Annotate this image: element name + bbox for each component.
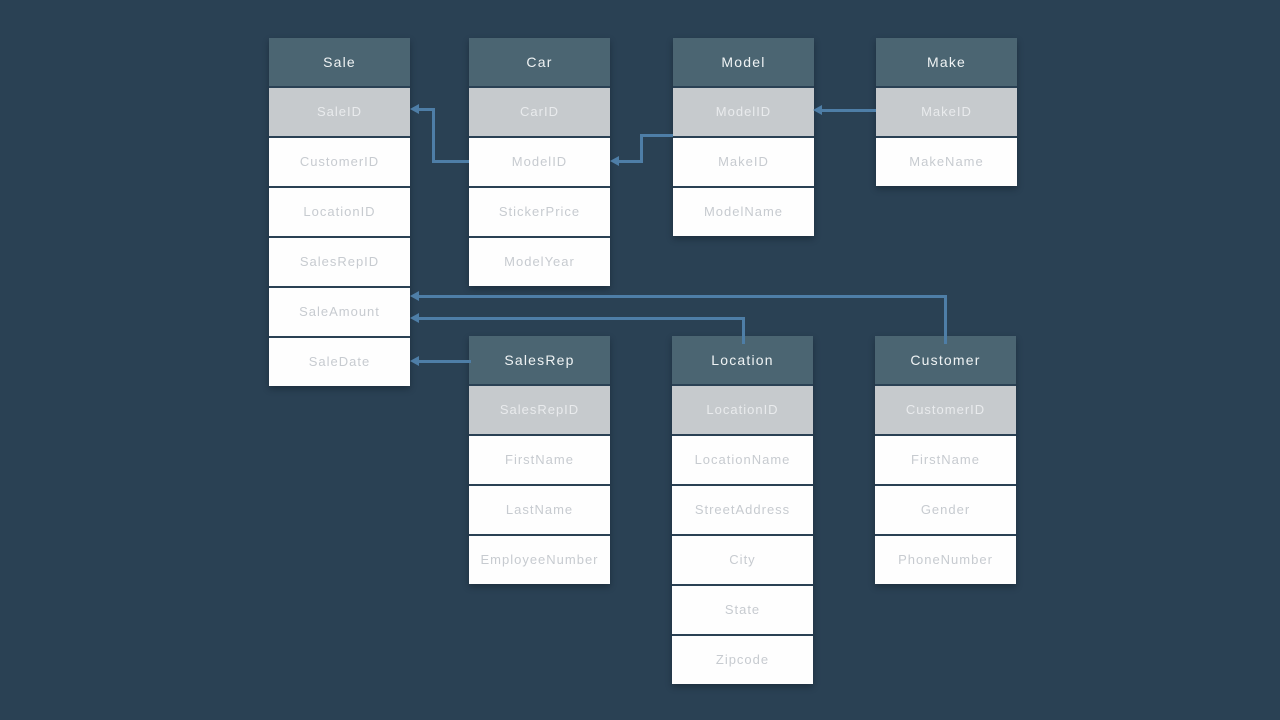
table-customer-title: Customer (875, 336, 1016, 384)
arrowhead-sale-lower (410, 313, 419, 323)
field-model-modelname: ModelName (673, 188, 814, 236)
table-location-title: Location (672, 336, 813, 384)
field-customer-gender: Gender (875, 486, 1016, 534)
table-sale-title: Sale (269, 38, 410, 86)
field-car-modelyear: ModelYear (469, 238, 610, 286)
table-car: Car CarID ModelID StickerPrice ModelYear (469, 38, 610, 286)
field-customer-phonenumber: PhoneNumber (875, 536, 1016, 584)
field-location-city: City (672, 536, 813, 584)
arrowhead-model-modelid (813, 105, 822, 115)
field-salesrep-lastname: LastName (469, 486, 610, 534)
field-location-zipcode: Zipcode (672, 636, 813, 684)
field-customer-firstname: FirstName (875, 436, 1016, 484)
field-car-carid: CarID (469, 88, 610, 136)
field-location-streetaddress: StreetAddress (672, 486, 813, 534)
table-salesrep-title: SalesRep (469, 336, 610, 384)
field-model-makeid: MakeID (673, 138, 814, 186)
arrowhead-car-modelid (610, 156, 619, 166)
arrowhead-saledate (410, 356, 419, 366)
field-sale-saleid: SaleID (269, 88, 410, 136)
field-customer-customerid: CustomerID (875, 386, 1016, 434)
table-make-title: Make (876, 38, 1017, 86)
table-customer: Customer CustomerID FirstName Gender Pho… (875, 336, 1016, 584)
field-model-modelid: ModelID (673, 88, 814, 136)
table-model-title: Model (673, 38, 814, 86)
field-sale-saledate: SaleDate (269, 338, 410, 386)
field-location-locationid: LocationID (672, 386, 813, 434)
table-car-title: Car (469, 38, 610, 86)
arrowhead-sale-upper (410, 291, 419, 301)
field-sale-salesrepid: SalesRepID (269, 238, 410, 286)
field-salesrep-salesrepid: SalesRepID (469, 386, 610, 434)
field-sale-locationid: LocationID (269, 188, 410, 236)
table-make: Make MakeID MakeName (876, 38, 1017, 186)
table-model: Model ModelID MakeID ModelName (673, 38, 814, 236)
arrowhead-saleid (410, 104, 419, 114)
field-make-makename: MakeName (876, 138, 1017, 186)
field-sale-customerid: CustomerID (269, 138, 410, 186)
field-location-locationname: LocationName (672, 436, 813, 484)
field-salesrep-employeenumber: EmployeeNumber (469, 536, 610, 584)
table-salesrep: SalesRep SalesRepID FirstName LastName E… (469, 336, 610, 584)
field-sale-saleamount: SaleAmount (269, 288, 410, 336)
field-make-makeid: MakeID (876, 88, 1017, 136)
table-location: Location LocationID LocationName StreetA… (672, 336, 813, 684)
field-car-stickerprice: StickerPrice (469, 188, 610, 236)
field-car-modelid: ModelID (469, 138, 610, 186)
field-salesrep-firstname: FirstName (469, 436, 610, 484)
table-sale: Sale SaleID CustomerID LocationID SalesR… (269, 38, 410, 386)
field-location-state: State (672, 586, 813, 634)
